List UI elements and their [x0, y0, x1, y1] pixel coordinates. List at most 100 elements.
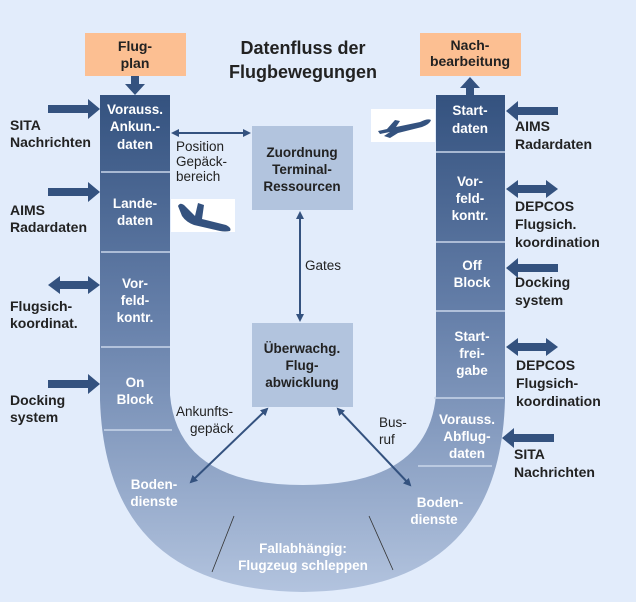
svg-text:Start-: Start-	[454, 329, 489, 344]
arrival-baggage-label: Ankunfts- gepäck	[176, 404, 234, 436]
svg-text:feld-: feld-	[121, 293, 150, 308]
svg-text:Position: Position	[176, 139, 224, 154]
svg-text:Radardaten: Radardaten	[515, 136, 592, 152]
svg-text:Flugsich.: Flugsich.	[515, 216, 576, 232]
svg-text:Flug-: Flug-	[118, 38, 153, 54]
svg-text:system: system	[10, 409, 58, 425]
svg-text:Vor-: Vor-	[122, 276, 148, 291]
bus-call-label: Bus- ruf	[379, 415, 407, 447]
svg-text:Block: Block	[454, 275, 491, 290]
svg-text:Block: Block	[117, 392, 154, 407]
connection-arrows	[171, 129, 412, 487]
svg-text:Flugzeug schleppen: Flugzeug schleppen	[238, 558, 368, 573]
svg-text:SITA: SITA	[10, 117, 41, 133]
svg-text:Gepäck-: Gepäck-	[176, 154, 227, 169]
svg-text:Boden-: Boden-	[131, 477, 178, 492]
bottom-segment-dividers	[211, 515, 394, 573]
svg-text:Zuordnung: Zuordnung	[266, 145, 337, 160]
right-source-depcos-1: DEPCOS Flugsich. koordination	[515, 198, 600, 250]
post-processing-up-arrow	[460, 77, 480, 95]
svg-text:Ressourcen: Ressourcen	[263, 179, 340, 194]
svg-text:DEPCOS: DEPCOS	[515, 198, 574, 214]
svg-text:Fallabhängig:: Fallabhängig:	[259, 541, 347, 556]
svg-text:gepäck: gepäck	[190, 421, 234, 436]
svg-text:dienste: dienste	[410, 512, 458, 527]
right-source-sita: SITA Nachrichten	[514, 446, 595, 480]
svg-text:Terminal-: Terminal-	[272, 162, 332, 177]
svg-text:kontr.: kontr.	[117, 310, 154, 325]
svg-text:Off: Off	[462, 258, 482, 273]
docking-right-in-arrow	[506, 258, 558, 278]
svg-text:Boden-: Boden-	[417, 495, 464, 510]
svg-text:AIMS: AIMS	[515, 118, 550, 134]
svg-text:ruf: ruf	[379, 432, 395, 447]
svg-text:daten: daten	[117, 137, 153, 152]
left-source-flugsich: Flugsich- koordinat.	[10, 298, 78, 331]
depcos-bidirectional-arrow-1	[506, 180, 558, 198]
svg-text:Bus-: Bus-	[379, 415, 407, 430]
svg-text:kontr.: kontr.	[452, 208, 489, 223]
left-segment-landing-data: Lande- daten	[113, 196, 157, 228]
svg-text:Nachrichten: Nachrichten	[514, 464, 595, 480]
svg-text:koordination: koordination	[515, 234, 600, 250]
svg-text:koordination: koordination	[516, 393, 601, 409]
svg-text:koordinat.: koordinat.	[10, 315, 78, 331]
post-processing-box: Nach- bearbeitung	[420, 33, 521, 76]
flight-plan-down-arrow	[125, 76, 145, 95]
svg-text:AIMS: AIMS	[10, 202, 45, 218]
svg-text:gabe: gabe	[456, 363, 488, 378]
right-segment-takeoff-clearance: Start- frei- gabe	[454, 329, 489, 378]
left-inputs	[48, 99, 100, 394]
flight-monitoring-box: Überwachg. Flug- abwicklung	[252, 323, 353, 407]
left-source-aims: AIMS Radardaten	[10, 202, 87, 235]
svg-text:Radardaten: Radardaten	[10, 219, 87, 235]
svg-text:bereich: bereich	[176, 169, 220, 184]
svg-text:feld-: feld-	[456, 191, 485, 206]
sita-in-arrow	[48, 99, 100, 119]
svg-text:frei-: frei-	[459, 346, 485, 361]
right-source-depcos-2: DEPCOS Flugsich- koordination	[516, 357, 601, 409]
airplane-landing-icon	[171, 199, 235, 232]
svg-text:Nach-: Nach-	[451, 37, 490, 53]
svg-text:daten: daten	[117, 213, 153, 228]
left-segment-on-block: On Block	[117, 375, 154, 407]
gates-label: Gates	[305, 258, 341, 273]
svg-text:DEPCOS: DEPCOS	[516, 357, 575, 373]
docking-in-arrow	[48, 374, 100, 394]
bottom-segment-towing: Fallabhängig: Flugzeug schleppen	[238, 541, 368, 573]
svg-text:SITA: SITA	[514, 446, 545, 462]
flugsich-bidirectional-arrow	[48, 276, 100, 294]
sita-right-in-arrow	[502, 428, 554, 448]
svg-text:Flugsich-: Flugsich-	[516, 375, 579, 391]
svg-text:Vorauss.: Vorauss.	[439, 412, 495, 427]
right-source-docking: Docking system	[515, 274, 570, 308]
svg-text:Ankun.-: Ankun.-	[110, 119, 160, 134]
arrival-baggage-arrow	[189, 407, 269, 484]
svg-text:Flugsich-: Flugsich-	[10, 298, 73, 314]
svg-text:plan: plan	[121, 55, 150, 71]
svg-text:Docking: Docking	[515, 274, 570, 290]
right-segment-departure-forecast: Vorauss. Abflug- daten	[439, 412, 495, 461]
right-segment-departure-data: Start- daten	[452, 103, 488, 136]
svg-text:Überwachg.: Überwachg.	[264, 341, 341, 356]
svg-text:Lande-: Lande-	[113, 196, 157, 211]
aims-in-arrow	[48, 182, 100, 202]
svg-text:Docking: Docking	[10, 392, 65, 408]
svg-text:daten: daten	[452, 121, 488, 136]
svg-text:Nachrichten: Nachrichten	[10, 134, 91, 150]
svg-text:Flug-: Flug-	[286, 358, 319, 373]
svg-text:Ankunfts-: Ankunfts-	[176, 404, 233, 419]
terminal-resources-box: Zuordnung Terminal- Ressourcen	[252, 126, 353, 210]
svg-text:Abflug-: Abflug-	[443, 429, 490, 444]
svg-text:abwicklung: abwicklung	[265, 375, 339, 390]
left-segment-apron-control: Vor- feld- kontr.	[117, 276, 154, 325]
svg-text:Vorauss.: Vorauss.	[107, 102, 163, 117]
airplane-takeoff-icon	[371, 109, 435, 142]
right-inputs	[502, 101, 558, 448]
right-segment-off-block: Off Block	[454, 258, 491, 290]
left-source-docking: Docking system	[10, 392, 65, 425]
svg-text:Start-: Start-	[452, 103, 487, 118]
right-segment-apron-control: Vor- feld- kontr.	[452, 174, 489, 223]
svg-text:Vor-: Vor-	[457, 174, 483, 189]
